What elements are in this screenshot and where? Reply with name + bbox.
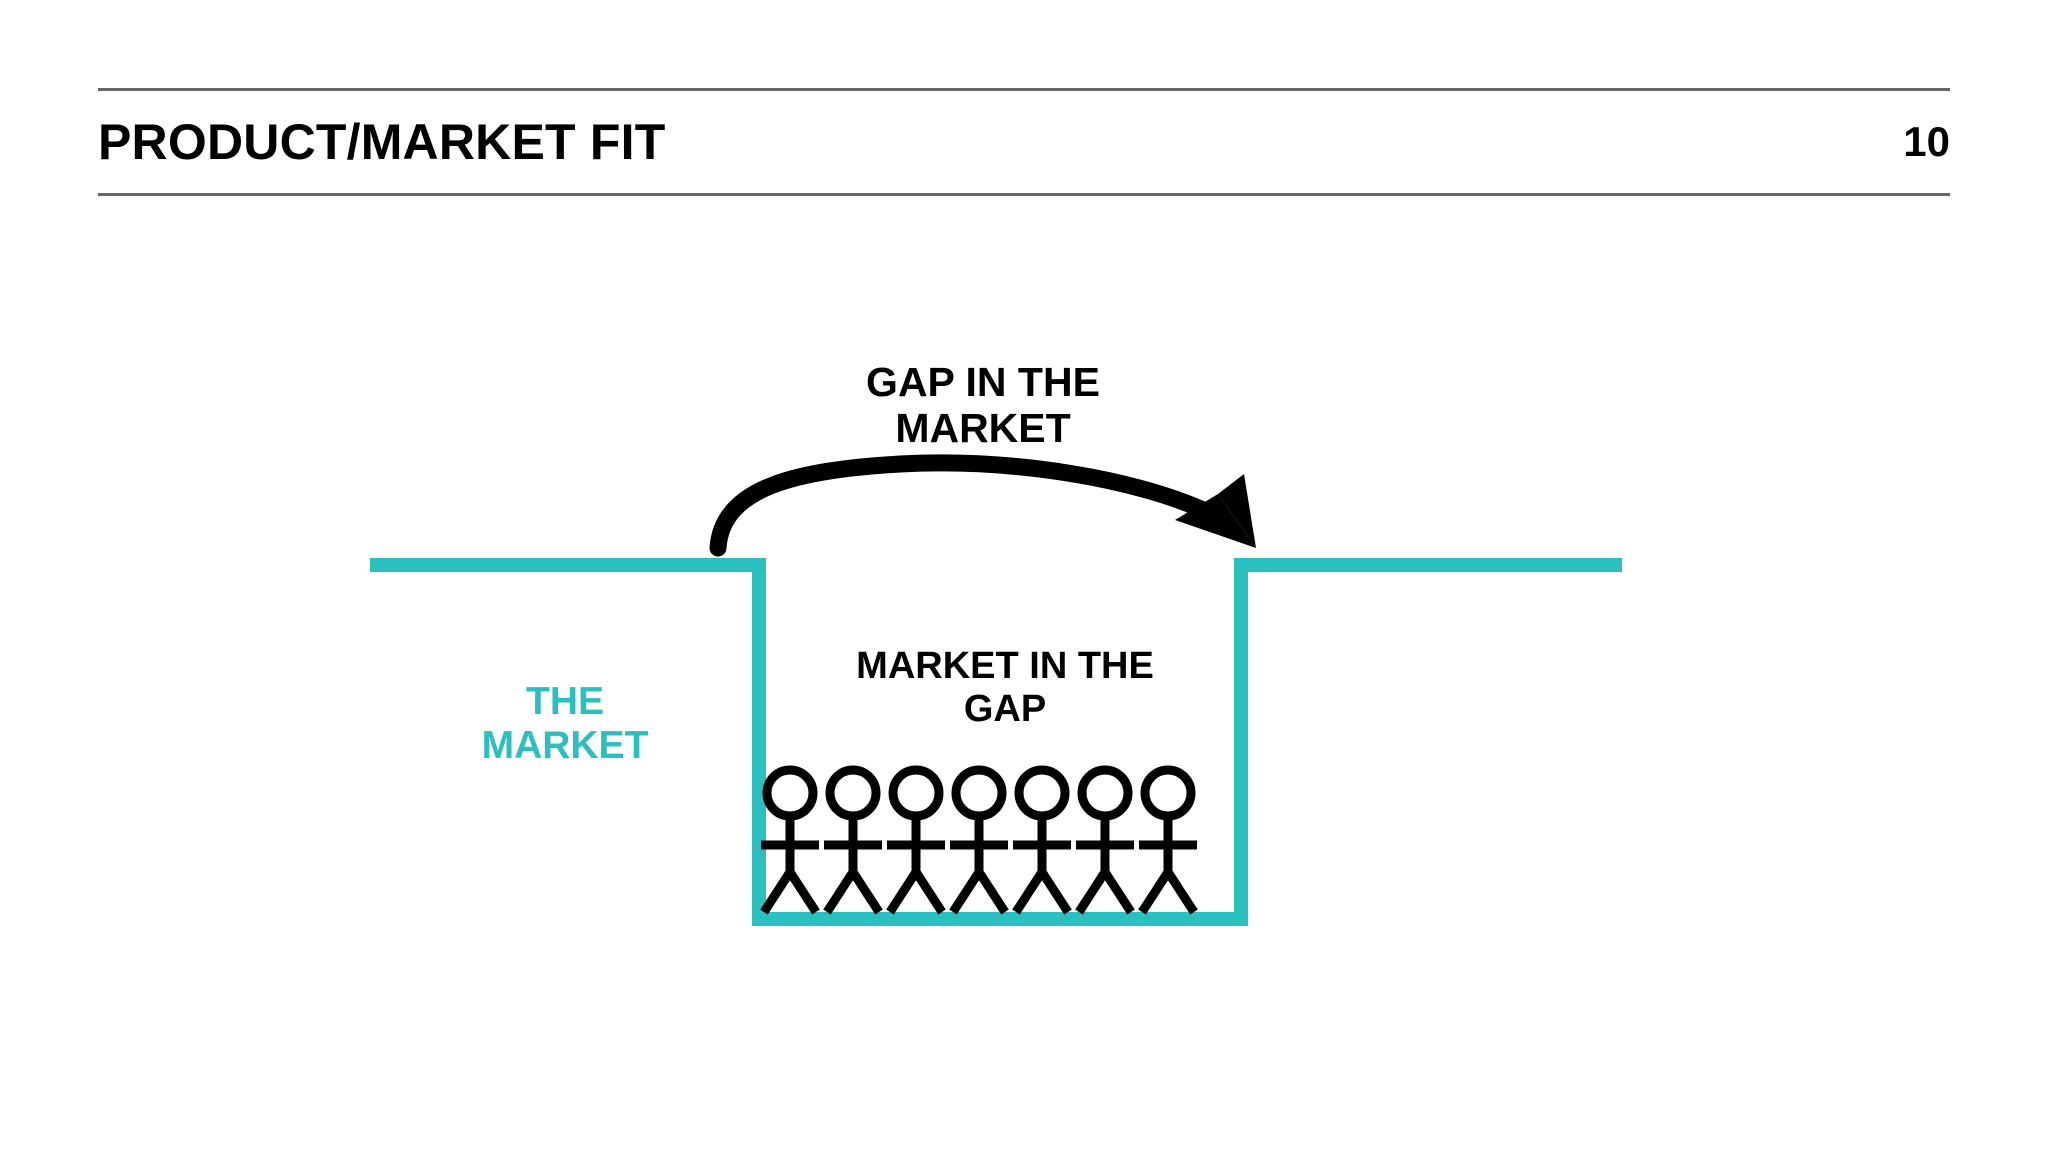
stick-figure [1012,765,1072,915]
arrow-head [1175,494,1256,548]
figure-leg-left [886,869,920,915]
left-wall [752,558,766,926]
figure-leg-right [1038,869,1072,915]
figure-leg-right [849,869,883,915]
curved-arrow-icon [709,454,1256,557]
figure-leg-left [823,869,857,915]
figure-leg-left [760,869,794,915]
left-ledge [370,558,766,572]
stick-figure [760,765,820,915]
stick-figure [1138,765,1198,915]
figure-leg-left [1012,869,1046,915]
figure-leg-left [949,869,983,915]
trench-shape [370,558,1622,926]
figure-leg-right [1164,869,1198,915]
stick-figure-crowd [760,765,1198,915]
figure-head [762,765,818,821]
figure-head [825,765,881,821]
stick-figure [1075,765,1135,915]
right-wall [1234,558,1248,926]
market-in-the-gap-label: MARKET IN THE GAP [856,645,1154,730]
stick-figure [949,765,1009,915]
figure-leg-left [1138,869,1172,915]
figure-head [888,765,944,821]
trench-floor [752,912,1248,926]
arrow-head-fin [1218,474,1256,548]
figure-leg-right [975,869,1009,915]
page-title: PRODUCT/MARKET FIT [98,114,666,170]
stick-figure [886,765,946,915]
figure-leg-right [786,869,820,915]
figure-leg-left [1075,869,1109,915]
the-market-label: THE MARKET [481,680,649,767]
gap-in-the-market-label: GAP IN THE MARKET [866,359,1100,451]
figure-head [1077,765,1133,821]
figure-head [951,765,1007,821]
figure-leg-right [912,869,946,915]
slide-header: PRODUCT/MARKET FIT 10 [98,88,1950,196]
figure-leg-right [1101,869,1135,915]
figure-head [1140,765,1196,821]
arrow-arc [709,454,1225,557]
stick-figure [823,765,883,915]
slide-page-number: 10 [1903,118,1950,165]
figure-head [1014,765,1070,821]
right-ledge [1234,558,1622,572]
